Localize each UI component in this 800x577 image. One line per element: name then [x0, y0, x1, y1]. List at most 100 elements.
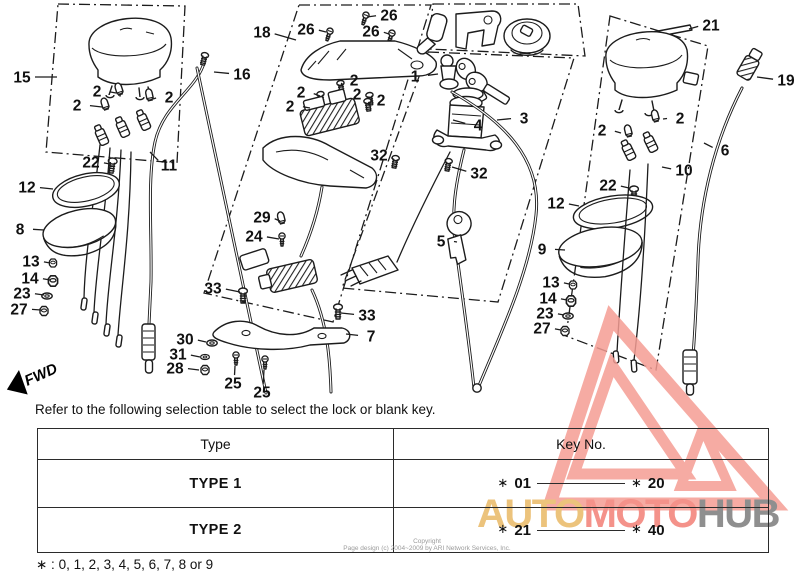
star-mark: ∗: [631, 521, 642, 536]
part-number-2: 2: [286, 99, 295, 116]
leader-line: [563, 282, 570, 285]
meter-gear-unit: [299, 88, 360, 137]
part-number-33: 33: [358, 308, 376, 325]
leader-line: [43, 261, 51, 264]
part-number-29: 29: [253, 210, 271, 227]
tachometer-cable-upper: [439, 54, 539, 393]
part-number-23: 23: [13, 286, 31, 303]
part-number-2: 2: [165, 90, 174, 107]
part-number-14: 14: [539, 291, 557, 308]
washer: [199, 353, 211, 361]
bolt: [237, 287, 249, 304]
bolt: [332, 303, 344, 320]
meter-upper-bracket: [300, 40, 437, 81]
part-number-13: 13: [22, 254, 40, 271]
grommet: [39, 305, 49, 317]
part-number-2: 2: [73, 98, 82, 115]
part-number-7: 7: [367, 329, 376, 346]
leader-line: [34, 293, 45, 296]
leader-line: [103, 162, 111, 165]
leader-line: [390, 157, 395, 161]
leader-line: [560, 298, 568, 301]
leader-line: [568, 203, 580, 207]
fuel-cap: [503, 18, 551, 56]
leader-line: [688, 25, 699, 30]
table-header-type: Type: [38, 429, 394, 460]
part-number-8: 8: [16, 222, 25, 239]
part-number-2: 2: [353, 87, 362, 104]
leader-line: [39, 186, 54, 190]
key-from: 01: [514, 475, 531, 492]
part-number-24: 24: [245, 229, 263, 246]
bulb: [275, 210, 287, 225]
bracket-assembly-box: [203, 4, 432, 323]
leader-line: [496, 117, 512, 121]
leader-line: [197, 339, 207, 343]
copyright-line2: Page design (c) 2004~2009 by ARI Network…: [343, 545, 511, 552]
leader-line: [703, 142, 713, 149]
selection-table-caption: Refer to the following selection table t…: [35, 402, 436, 417]
lower-bracket: [212, 320, 351, 351]
part-number-19: 19: [777, 73, 795, 90]
bolt: [442, 157, 454, 173]
leader-line: [42, 278, 51, 281]
part-number-32: 32: [370, 148, 387, 165]
leader-line: [262, 369, 265, 385]
ignition-harness: [396, 151, 451, 263]
sensor-plate: [239, 248, 270, 271]
part-number-3: 3: [520, 111, 529, 128]
key-footnote: ∗ : 0, 1, 2, 3, 4, 5, 6, 7, 8 or 9: [36, 557, 214, 572]
part-number-6: 6: [721, 143, 730, 160]
part-number-33: 33: [204, 281, 222, 298]
part-number-30: 30: [176, 332, 193, 349]
switch-unit: [257, 259, 318, 293]
washer: [206, 339, 218, 347]
table-cell-type-2: TYPE 2: [38, 508, 394, 552]
leader-line: [109, 91, 117, 94]
nut: [48, 258, 58, 268]
speedometer-lens: [51, 171, 121, 209]
grommet: [560, 325, 570, 337]
leader-line: [452, 119, 466, 125]
screw: [278, 232, 286, 247]
leader-line: [313, 93, 321, 97]
nut: [568, 280, 578, 290]
leader-line: [554, 248, 566, 251]
part-number-28: 28: [166, 361, 184, 378]
leader-line: [213, 71, 230, 75]
part-number-32: 32: [470, 166, 487, 183]
washer: [41, 292, 53, 300]
table-cell-key-range-2: ∗ 21 ∗ 40: [394, 508, 768, 552]
part-number-27: 27: [533, 321, 550, 338]
bulb: [649, 108, 661, 123]
part-number-4: 4: [474, 118, 483, 135]
table-header-key-no: Key No.: [394, 429, 768, 460]
table-cell-type-1: TYPE 1: [38, 460, 394, 508]
part-number-21: 21: [702, 18, 720, 35]
ignition-keys: [455, 57, 511, 105]
leader-line: [345, 333, 359, 337]
key-selection-table: Type Key No. TYPE 1 ∗ 01 ∗ 20 TYPE 2 ∗ 2…: [37, 428, 769, 553]
leader-line: [190, 354, 201, 358]
bulb: [622, 123, 634, 138]
key-to: 40: [647, 521, 665, 539]
part-number-5: 5: [437, 234, 446, 251]
leader-line: [367, 101, 370, 104]
key-from: 21: [514, 521, 531, 539]
collar: [565, 295, 577, 307]
blank-key: [446, 210, 472, 265]
leader-line: [662, 117, 668, 120]
part-number-25: 25: [224, 376, 242, 393]
star-mark: ∗: [497, 521, 509, 536]
lock-cylinder-piece: [416, 13, 448, 55]
part-number-11: 11: [161, 158, 178, 175]
part-number-27: 27: [10, 302, 27, 319]
leader-line: [453, 240, 458, 243]
leader-line: [266, 236, 280, 240]
lock-holder: [455, 10, 502, 50]
part-number-12: 12: [18, 180, 35, 197]
copyright-line1: Copyright: [413, 538, 441, 545]
tachometer-case: [558, 226, 643, 278]
